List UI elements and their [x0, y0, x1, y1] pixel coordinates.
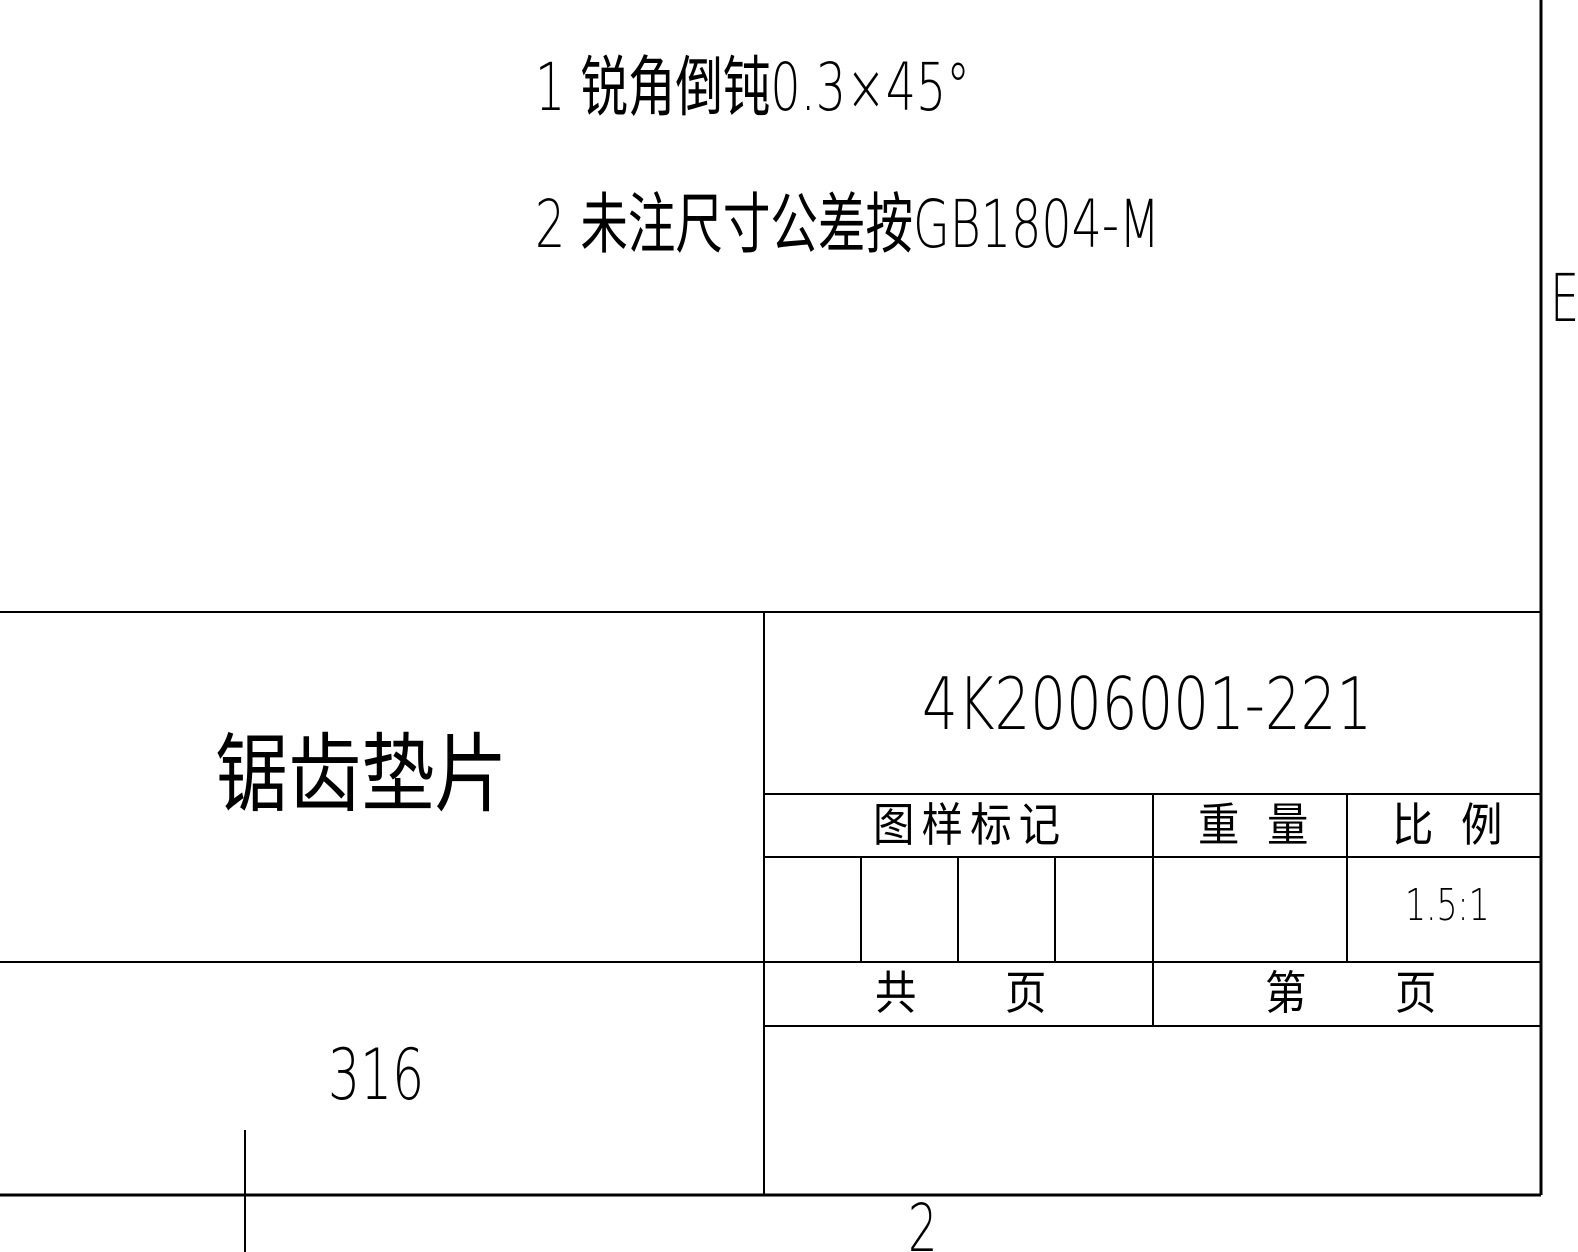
drawing-mark-header: 图样标记 [873, 798, 1068, 852]
scale-header: 比 例 [1392, 798, 1510, 852]
scale-value: 1.5:1 [1405, 880, 1490, 931]
technical-note-1: 1 锐角倒钝0.3×45° [535, 49, 971, 126]
weight-header: 重 量 [1198, 798, 1316, 852]
drawing-number: 4K2006001-221 [922, 662, 1373, 746]
technical-note-2: 2 未注尺寸公差按GB1804-M [535, 186, 1161, 263]
total-pages-label: 共 页 [875, 966, 1054, 1020]
page-number-label: 第 页 [1265, 966, 1444, 1020]
material: 316 [328, 1034, 425, 1116]
zone-marker-bottom: 2 [908, 1190, 938, 1252]
zone-marker-right: E [1550, 260, 1578, 337]
part-name: 锯齿垫片 [215, 725, 508, 825]
